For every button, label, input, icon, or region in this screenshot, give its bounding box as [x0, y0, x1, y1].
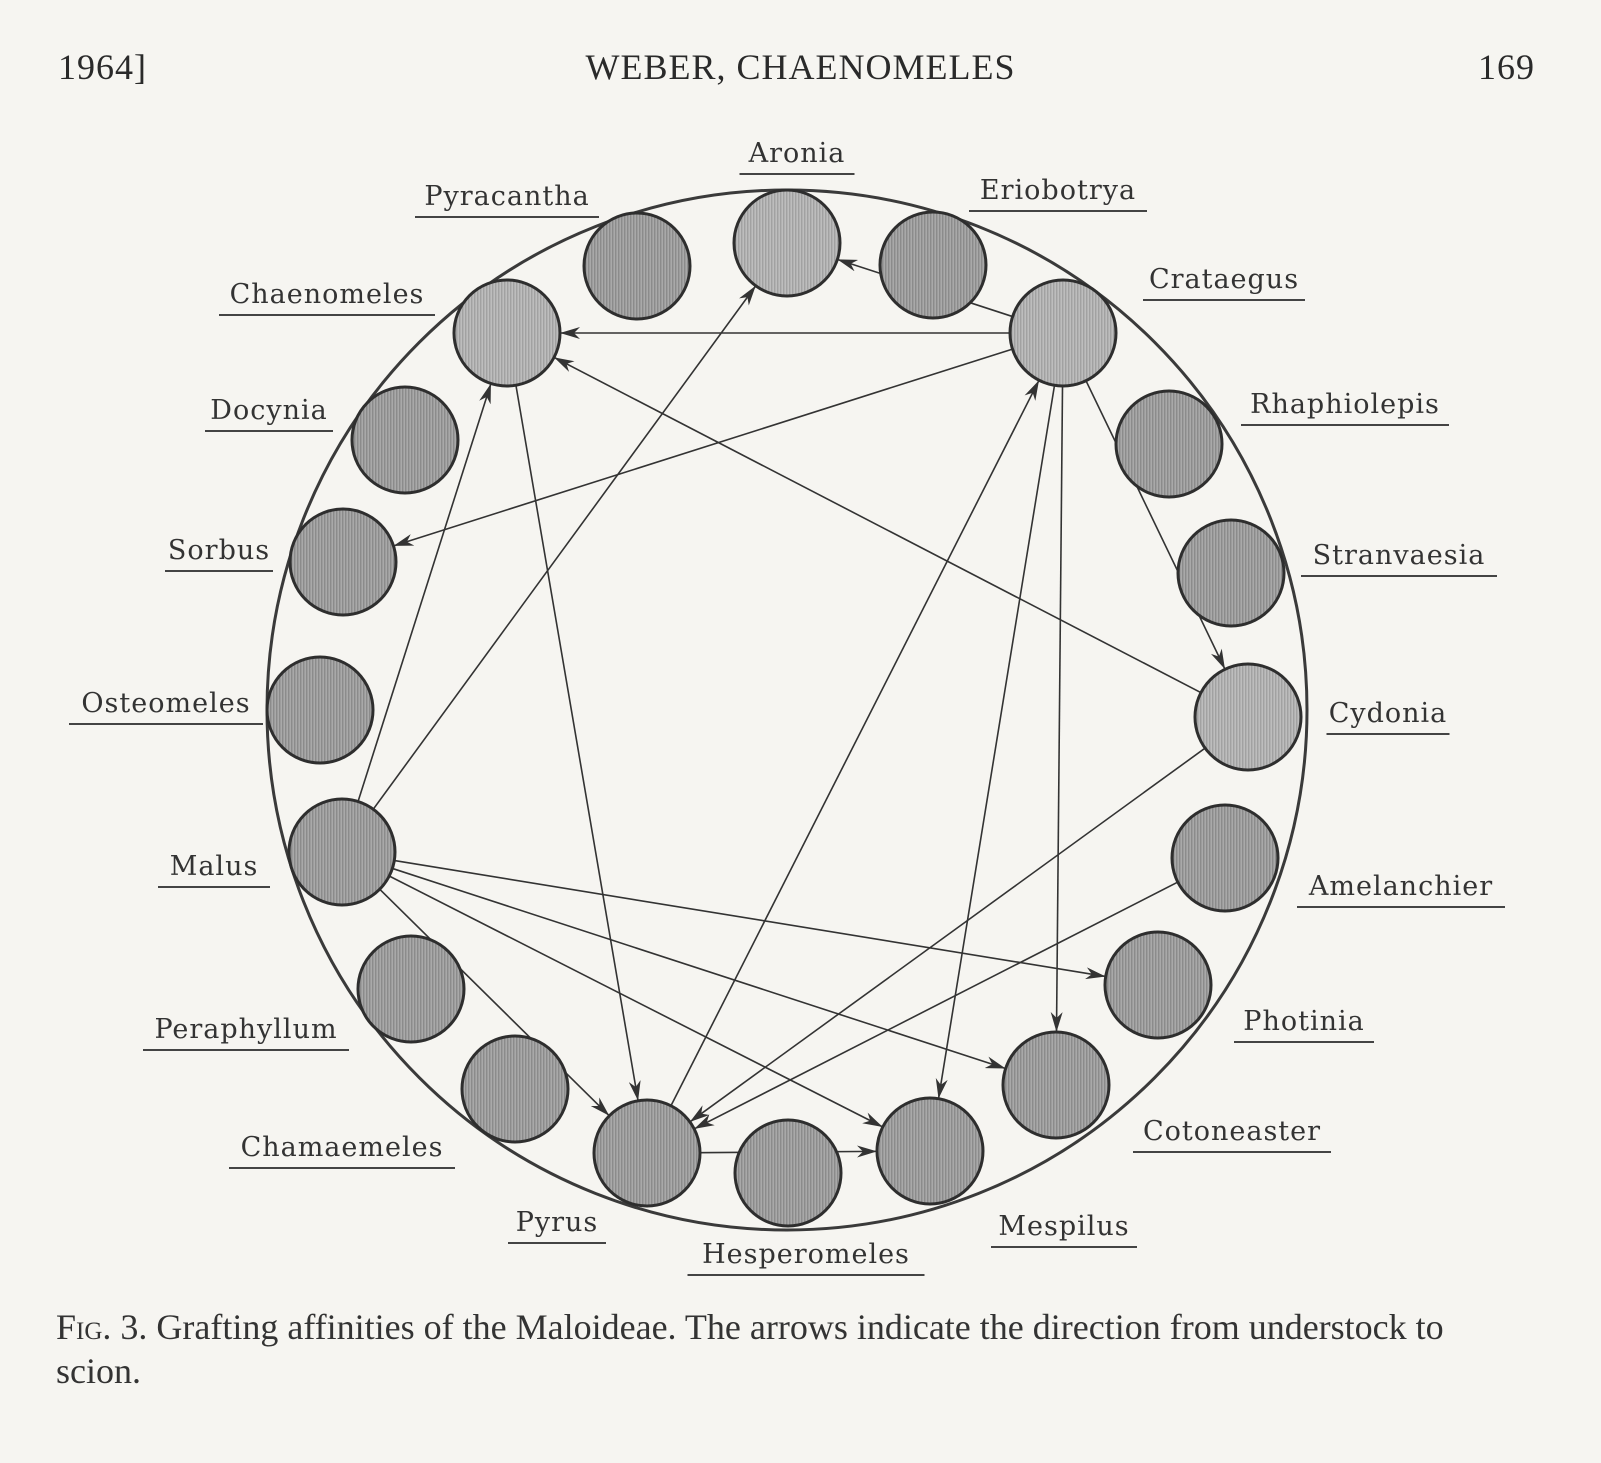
node-malus: [287, 797, 397, 907]
edge-pyrus-to-crataegus: [669, 380, 1040, 1108]
page-number: 169: [1478, 47, 1535, 87]
label-sorbus: Sorbus: [168, 535, 270, 566]
grafting-affinity-diagram: AroniaEriobotryaCrataegusRhaphiolepisStr…: [69, 138, 1505, 1276]
caption-text: Grafting affinities of the Maloideae. Th…: [56, 1307, 1444, 1391]
label-chaenomeles: Chaenomeles: [230, 279, 425, 310]
label-pyrus: Pyrus: [516, 1207, 599, 1238]
label-osteomeles: Osteomeles: [81, 688, 250, 719]
label-aronia: Aronia: [748, 138, 846, 169]
node-stranvaesia: [1176, 518, 1286, 628]
edge-malus-to-cotoneaster: [390, 867, 1006, 1070]
label-amelanchier: Amelanchier: [1308, 871, 1493, 902]
node-eriobotrya: [878, 210, 988, 320]
node-pyrus: [592, 1098, 702, 1208]
node-chamaemeles: [460, 1034, 570, 1144]
edge-malus-to-photinia: [392, 859, 1106, 980]
label-crataegus: Crataegus: [1149, 264, 1299, 295]
node-docynia: [350, 385, 460, 495]
edge-crataegus-to-cotoneaster: [1050, 383, 1064, 1033]
node-peraphyllum: [356, 934, 466, 1044]
label-peraphyllum: Peraphyllum: [154, 1014, 337, 1045]
label-chamaemeles: Chamaemeles: [241, 1132, 444, 1163]
node-amelanchier: [1170, 803, 1280, 913]
node-photinia: [1103, 930, 1213, 1040]
edge-crataegus-to-mespilus: [935, 383, 1056, 1099]
label-mespilus: Mespilus: [998, 1211, 1129, 1242]
label-eriobotrya: Eriobotrya: [980, 175, 1136, 206]
edge-cydonia-to-chaenomeles: [554, 357, 1204, 695]
edge-malus-to-mespilus: [387, 874, 883, 1128]
running-title: WEBER, CHAENOMELES: [585, 47, 1016, 87]
figure-label: Fig. 3.: [56, 1307, 148, 1347]
node-rhaphiolepis: [1114, 389, 1224, 499]
label-malus: Malus: [170, 851, 259, 882]
node-sorbus: [288, 507, 398, 617]
node-hesperomeles: [733, 1118, 843, 1228]
label-docynia: Docynia: [210, 395, 327, 426]
node-cotoneaster: [1001, 1030, 1111, 1140]
label-rhaphiolepis: Rhaphiolepis: [1250, 389, 1440, 420]
edge-crataegus-to-sorbus: [393, 347, 1015, 547]
edge-crataegus-to-cydonia: [1084, 378, 1226, 670]
edges: [356, 258, 1226, 1158]
label-pyracantha: Pyracantha: [424, 181, 589, 212]
label-cydonia: Cydonia: [1329, 698, 1448, 729]
node-pyracantha: [582, 211, 692, 321]
figure-caption: Fig. 3. Grafting affinities of the Maloi…: [56, 1305, 1536, 1393]
header-year: 1964]: [58, 47, 147, 87]
label-cotoneaster: Cotoneaster: [1143, 1116, 1321, 1147]
node-chaenomeles: [452, 278, 562, 388]
node-osteomeles: [265, 655, 375, 765]
edge-cydonia-to-pyrus: [689, 746, 1208, 1122]
edge-amelanchier-to-pyrus: [694, 880, 1180, 1130]
edge-malus-to-pyrus: [377, 887, 610, 1116]
label-hesperomeles: Hesperomeles: [702, 1239, 910, 1270]
page-header: 1964] WEBER, CHAENOMELES 169: [0, 0, 1601, 120]
node-cydonia: [1193, 662, 1303, 772]
node-labels: AroniaEriobotryaCrataegusRhaphiolepisStr…: [69, 138, 1505, 1276]
outer-ring: [265, 188, 1309, 1232]
edge-malus-to-chaenomeles: [356, 383, 492, 804]
nodes: [265, 188, 1303, 1228]
node-aronia: [732, 188, 842, 298]
label-photinia: Photinia: [1243, 1006, 1364, 1037]
edge-chaenomeles-to-pyrus: [514, 383, 641, 1101]
node-crataegus: [1008, 278, 1118, 388]
label-stranvaesia: Stranvaesia: [1313, 540, 1486, 571]
edge-malus-to-aronia: [371, 285, 756, 812]
node-mespilus: [875, 1096, 985, 1206]
